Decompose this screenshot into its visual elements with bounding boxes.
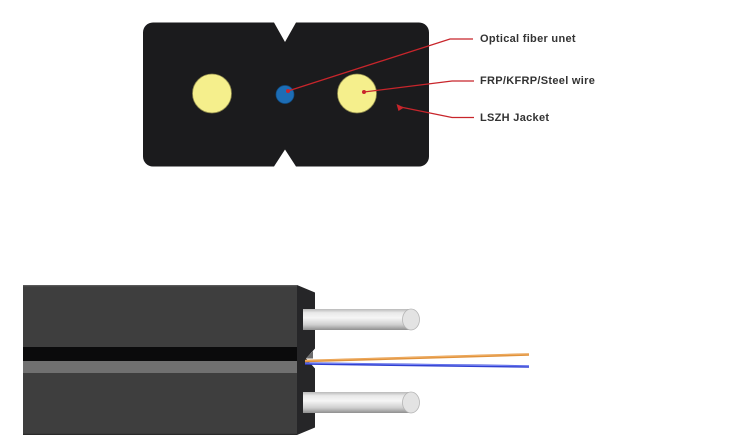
annotation-label-strength-member: FRP/KFRP/Steel wire bbox=[480, 75, 596, 87]
fiber-blue bbox=[304, 362, 530, 368]
leader-arrow-jacket bbox=[396, 104, 404, 111]
optical-fiber-unit-dot bbox=[275, 85, 295, 104]
strength-member-left bbox=[192, 73, 232, 114]
leader-line-optical-fiber bbox=[287, 38, 473, 92]
strength-member-right bbox=[337, 73, 377, 114]
jacket-3d-split-gap bbox=[23, 347, 305, 361]
jacket-3d-upper-half bbox=[23, 285, 297, 347]
annotation-label-optical-fiber: Optical fiber unet bbox=[480, 33, 576, 45]
annotation-label-jacket: LSZH Jacket bbox=[480, 112, 550, 124]
fiber-orange-core bbox=[304, 353, 530, 361]
strength-wire-top-3d bbox=[303, 308, 420, 331]
leader-line-jacket bbox=[397, 105, 474, 119]
jacket-3d-lower-half bbox=[23, 373, 297, 435]
fiber-blue-core bbox=[304, 362, 530, 367]
fiber-orange bbox=[304, 353, 530, 363]
leader-dot-optical-fiber bbox=[286, 89, 290, 93]
jacket-3d-inner-band bbox=[23, 361, 303, 373]
strength-wire-bottom-3d bbox=[303, 391, 420, 414]
leader-dot-strength-member bbox=[362, 90, 366, 94]
jacket-3d-notch-highlight bbox=[306, 351, 313, 359]
leader-line-strength-member bbox=[363, 80, 474, 93]
cable-3d-view bbox=[23, 285, 530, 435]
cross-section-view bbox=[143, 22, 474, 167]
